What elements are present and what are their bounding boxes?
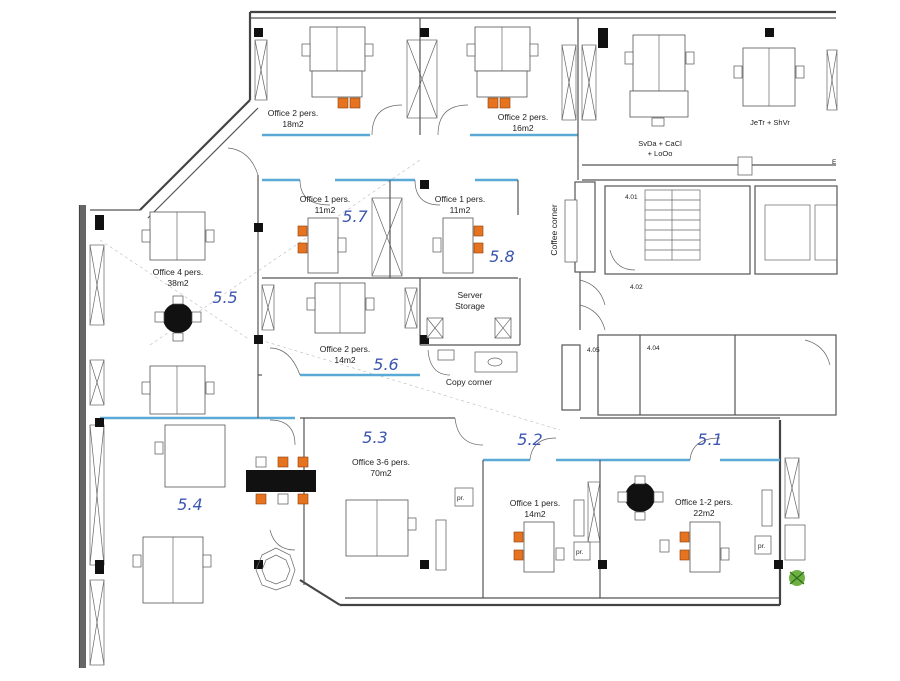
room-r1-title: Office 2 pers.: [268, 108, 318, 118]
hand-5-1: 5.1: [697, 430, 722, 449]
coffee-corner-label: Coffee corner: [549, 204, 559, 256]
room-r9-title: Server: [457, 290, 482, 300]
room-r10-title: Office 3-6 pers.: [352, 457, 410, 467]
hand-5-2: 5.2: [517, 430, 542, 449]
copy-corner-label: Copy corner: [446, 377, 492, 387]
room-401-label: 4.01: [625, 194, 638, 201]
staircase: [644, 189, 838, 261]
furniture: [132, 26, 806, 604]
room-r4-title: JeTr + ShVr: [750, 118, 790, 127]
room-r7-area: 38m2: [167, 278, 189, 288]
hand-5-6: 5.6: [373, 355, 398, 374]
hand-5-3: 5.3: [362, 428, 387, 447]
room-r5-area: 11m2: [315, 205, 336, 215]
room-r2-area: 16m2: [512, 123, 534, 133]
room-r8-title: Office 2 pers.: [320, 344, 370, 354]
room-r8-area: 14m2: [334, 355, 356, 365]
columns: [95, 28, 783, 574]
doors: [227, 104, 831, 551]
room-r9-area: Storage: [455, 301, 485, 311]
hand-5-5: 5.5: [212, 288, 237, 307]
room-r6-area: 11m2: [450, 205, 471, 215]
room-r11-area: 14m2: [524, 509, 546, 519]
room-r11-title: Office 1 pers.: [510, 498, 560, 508]
printer-label-3: pr.: [758, 543, 765, 550]
room-402-label: 4.02: [630, 284, 643, 291]
edge-letter-label: E: [832, 159, 837, 166]
room-r12-area: 22m2: [693, 508, 715, 518]
room-r12-title: Office 1-2 pers.: [675, 497, 733, 507]
room-r2-title: Office 2 pers.: [498, 112, 548, 122]
printer-label-2: pr.: [576, 549, 583, 556]
room-labels: Office 2 pers. 18m2 Office 2 pers. 16m2 …: [153, 108, 837, 556]
room-r7-title: Office 4 pers.: [153, 267, 203, 277]
interior-walls: [100, 18, 838, 598]
hand-5-8: 5.8: [489, 247, 514, 266]
room-r5-title: Office 1 pers.: [300, 194, 350, 204]
room-r3-title: SvDa + CaCl: [638, 139, 682, 148]
room-r6-title: Office 1 pers.: [435, 194, 485, 204]
outer-walls: [78, 10, 836, 668]
room-404-label: 4.04: [647, 345, 660, 352]
room-r10-area: 70m2: [370, 468, 392, 478]
hand-5-7: 5.7: [342, 207, 368, 226]
facade-windows: [89, 39, 838, 666]
hand-5-4: 5.4: [177, 495, 202, 514]
room-r1-area: 18m2: [282, 119, 304, 129]
handwritten-annotations: 5.1 5.2 5.3 5.4 5.5 5.6 5.7 5.8: [177, 207, 722, 514]
room-405-label: 4.05: [587, 347, 600, 354]
room-r3-area: + LoOo: [648, 149, 673, 158]
printer-label-1: pr.: [457, 495, 464, 502]
